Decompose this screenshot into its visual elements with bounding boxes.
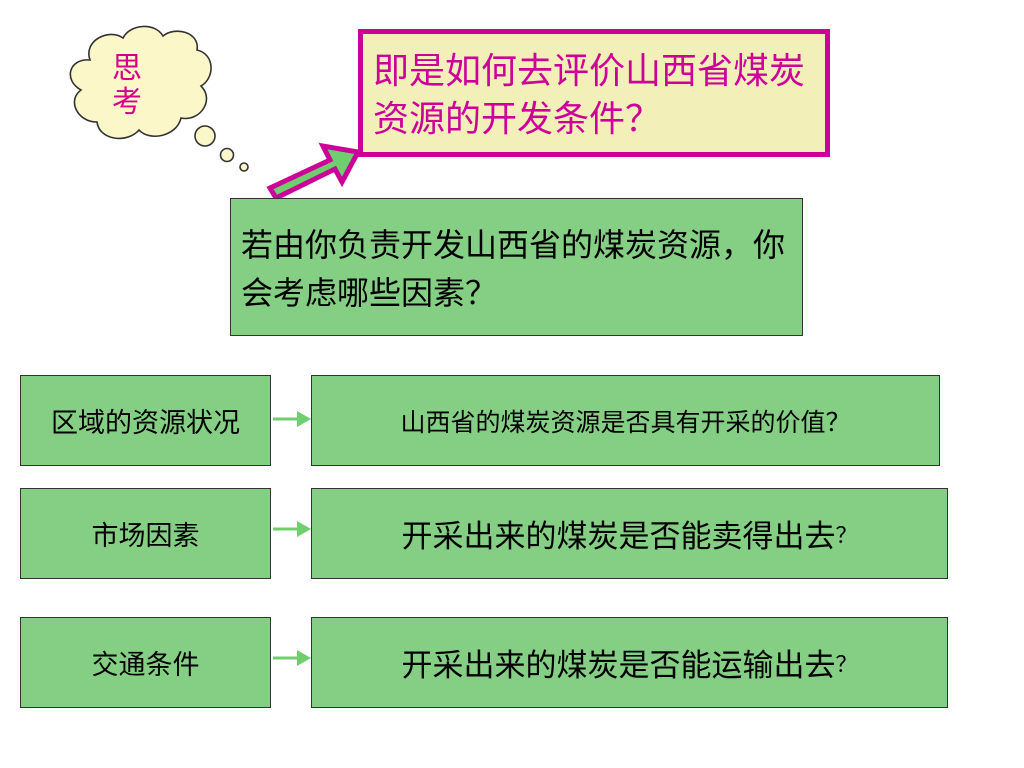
factor-label: 交通条件 bbox=[91, 650, 200, 681]
main-question-box: 即是如何去评价山西省煤炭资源的开发条件？ bbox=[358, 29, 830, 157]
question-mark: ？ bbox=[835, 523, 858, 549]
pointer-arrow-icon bbox=[266, 142, 362, 202]
question-text: 开采出来的煤炭是否能卖得出去 bbox=[401, 519, 836, 555]
factor-label: 区域的资源状况 bbox=[51, 408, 240, 439]
factor-label: 市场因素 bbox=[91, 521, 200, 552]
factor-box-resources: 区域的资源状况 bbox=[20, 375, 271, 466]
question-mark: ？ bbox=[825, 407, 851, 437]
main-question-text: 即是如何去评价山西省煤炭资源的开发条件？ bbox=[373, 51, 806, 140]
question-box-market: 开采出来的煤炭是否能卖得出去？ bbox=[311, 488, 948, 579]
right-arrow-icon bbox=[273, 521, 311, 537]
thought-cloud-label: 思考 bbox=[112, 51, 142, 120]
thought-cloud-icon bbox=[69, 25, 249, 172]
factor-box-transport: 交通条件 bbox=[20, 617, 271, 708]
right-arrow-icon bbox=[273, 411, 311, 427]
question-text: 开采出来的煤炭是否能运输出去 bbox=[401, 648, 836, 684]
question-mark: ？ bbox=[835, 652, 858, 678]
right-arrow-icon bbox=[273, 650, 311, 666]
center-prompt-box: 若由你负责开发山西省的煤炭资源，你会考虑哪些因素？ bbox=[230, 198, 803, 336]
factor-box-market: 市场因素 bbox=[20, 488, 271, 579]
question-box-transport: 开采出来的煤炭是否能运输出去？ bbox=[311, 617, 948, 708]
question-box-resources: 山西省的煤炭资源是否具有开采的价值？ bbox=[311, 375, 940, 466]
center-prompt-text: 若由你负责开发山西省的煤炭资源，你会考虑哪些因素？ bbox=[241, 226, 786, 312]
question-text: 山西省的煤炭资源是否具有开采的价值 bbox=[400, 407, 826, 437]
